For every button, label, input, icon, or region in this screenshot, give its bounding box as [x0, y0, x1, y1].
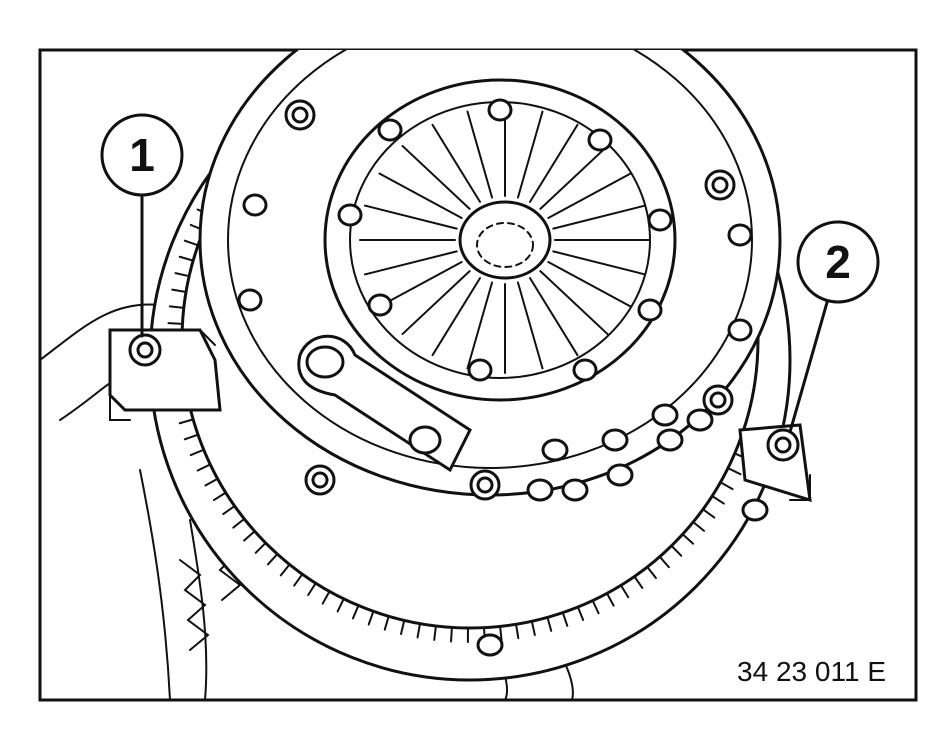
bracket-bolt-left [128, 333, 162, 367]
cover-bolts [284, 99, 736, 501]
pressure-plate-ring [323, 78, 677, 402]
callout-2-label: 2 [825, 236, 851, 288]
callout-2: 2 [788, 220, 880, 434]
locking-bracket-left [108, 328, 222, 421]
flywheel-segment-holes [476, 403, 769, 657]
bracket-bolt-right [766, 428, 800, 462]
cover-holes [237, 98, 753, 382]
diaphragm-spring-fingers [359, 106, 651, 374]
callout-1-label: 1 [129, 129, 155, 181]
callout-1: 1 [100, 113, 184, 338]
locking-bracket-right [738, 423, 812, 503]
drive-strap [297, 334, 472, 473]
reference-code: 34 23 011 E [737, 656, 886, 687]
